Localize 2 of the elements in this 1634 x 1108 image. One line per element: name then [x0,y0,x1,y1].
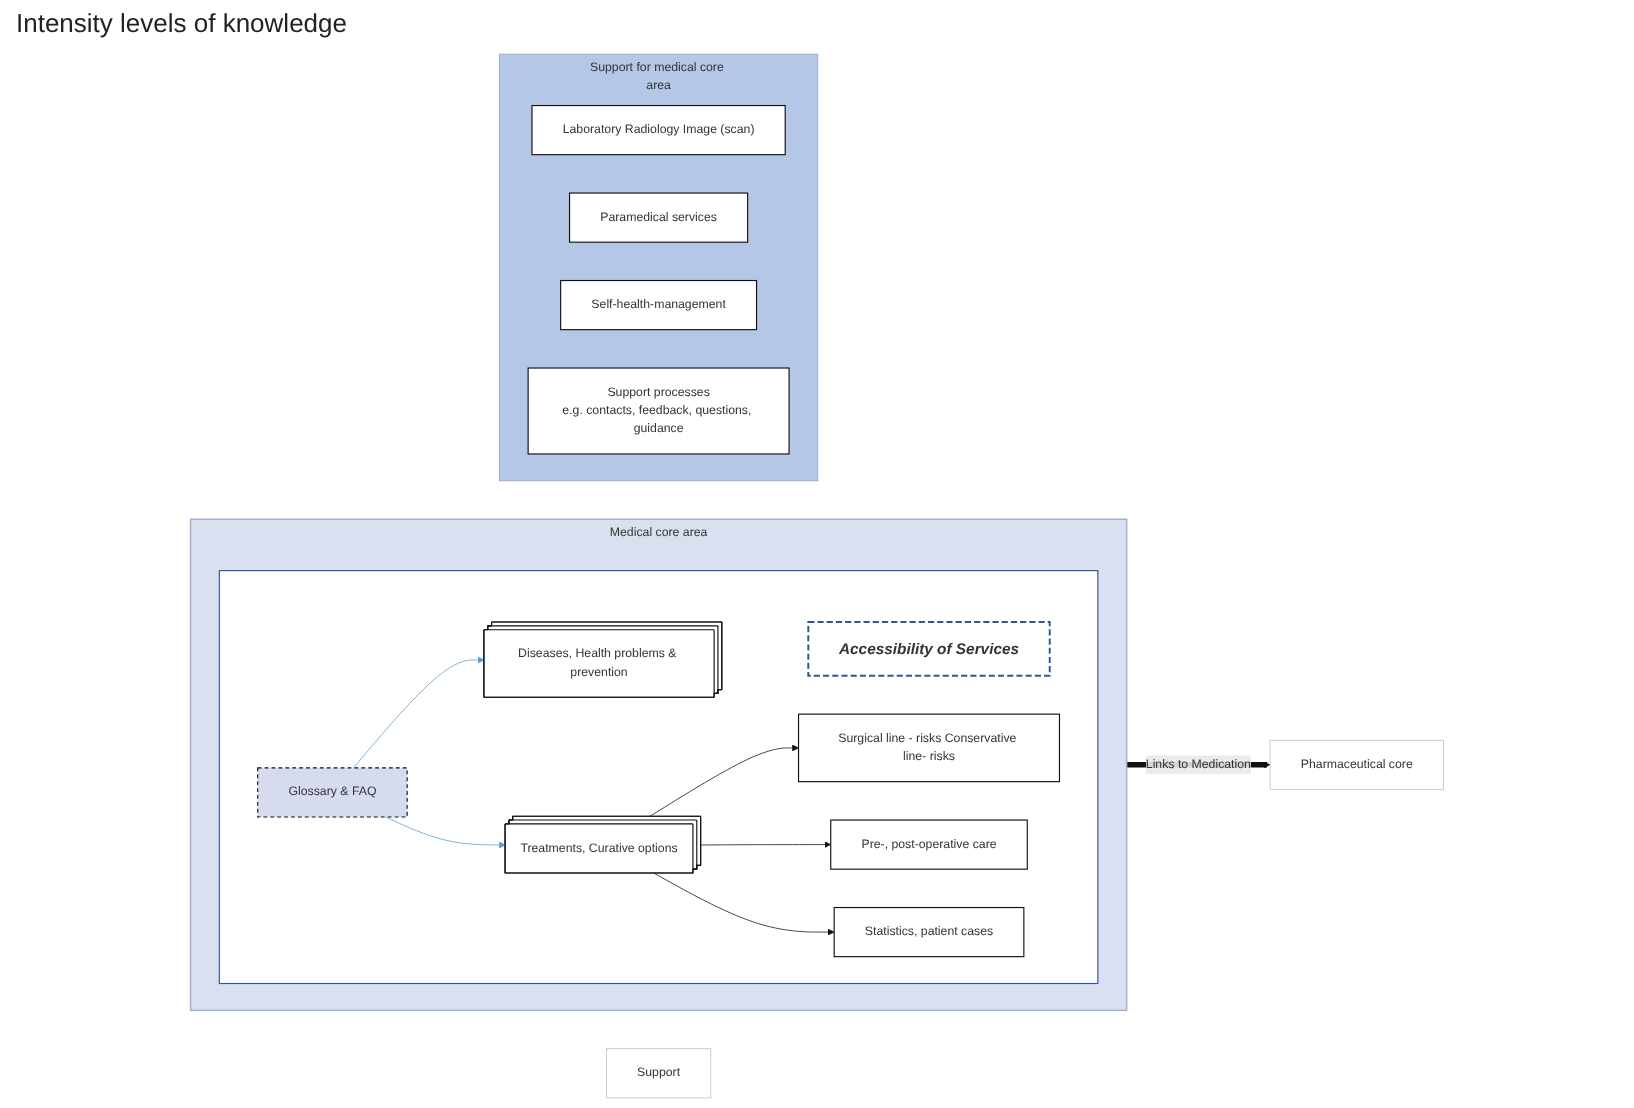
note-text: Intensity levels of knowledge [16,8,347,38]
cluster [218,570,1099,985]
